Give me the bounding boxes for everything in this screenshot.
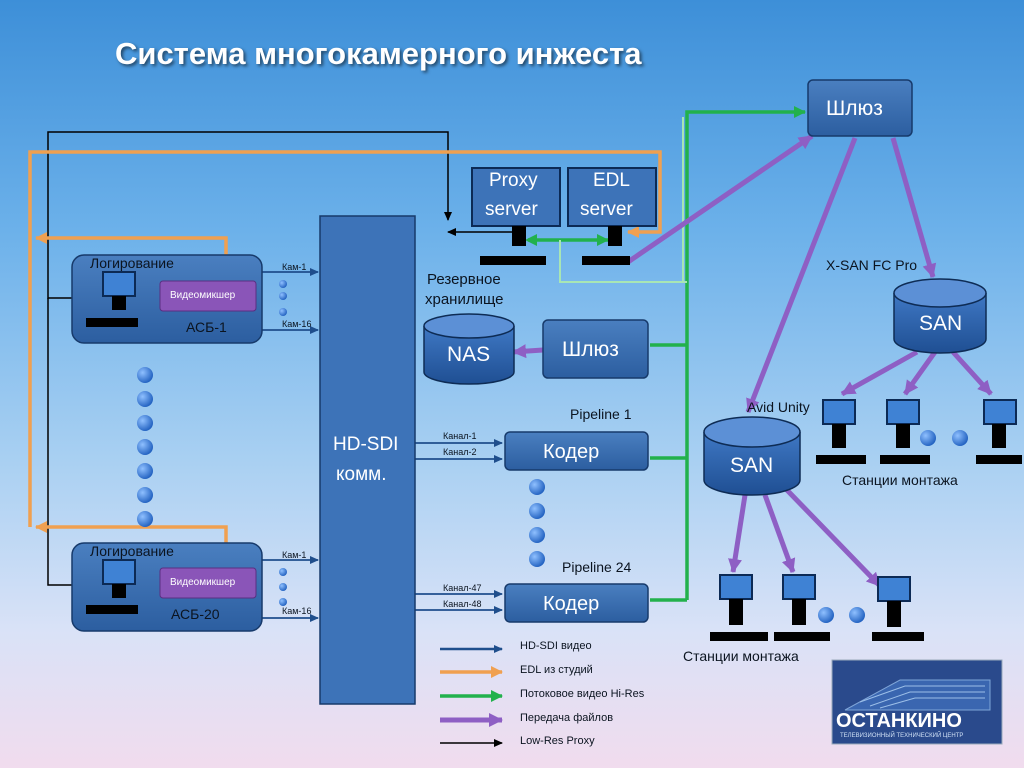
nas-label: NAS [447,343,491,366]
legend-item-file-transfer: Передача файлов [520,712,614,724]
asb20-logging-label: Логирование [90,543,174,559]
stations-bottom-label: Станции монтажа [683,648,799,664]
stations-right-label: Станции монтажа [842,472,958,488]
hdsdi-switch-label-line1: HD-SDI [333,434,399,455]
editing-stations-bottom [710,574,924,641]
asb20-name: АСБ-20 [171,606,220,622]
proxy-server-label-line1: Proxy [489,170,538,191]
logo-name: ОСТАНКИНО [836,710,962,732]
file-transfer-links [512,133,993,588]
asb1-logging-label: Логирование [90,255,174,271]
asb20-block [71,542,263,632]
asb20-mixer-label: Видеомикшер [170,577,236,588]
edl-server-label-line2: server [580,199,633,220]
pipeline24-label: Pipeline 24 [562,559,632,575]
coder24-box [504,583,649,623]
avid-label: Avid Unity [747,399,810,415]
hdsdi-switch-label-line2: комм. [336,464,387,485]
asb1-mixer-label: Видеомикшер [170,290,236,301]
gateway-top-box [807,79,913,137]
ellipsis-dots [137,280,545,606]
asb1-cam-first: Кам-1 [282,262,307,272]
coder1-box [504,431,649,471]
legend-lines [440,645,503,747]
page-title: Система многокамерного инжеста [115,36,642,71]
pipeline1-channel-b: Канал-2 [443,447,477,457]
pipeline1-channel-a: Канал-1 [443,431,477,441]
asb20-cam-last: Кам-16 [282,606,312,616]
ostankino-logo [831,659,1003,745]
coder24-label: Кодер [543,593,600,615]
edl-server-label-line1: EDL [593,170,630,191]
proxy-server-label-line2: server [485,199,538,220]
gateway-nas-box [542,319,649,379]
hdsdi-links [262,268,503,622]
edl-server-box [567,167,657,227]
coder1-label: Кодер [543,441,600,463]
avid-san-name: SAN [730,454,774,477]
hires-stream-links [525,106,806,602]
backup-storage-label-line2: хранилище [425,291,504,308]
legend-item-edl: EDL из студий [520,664,593,676]
hdsdi-switch-box [319,215,416,705]
asb1-name: АСБ-1 [186,319,227,335]
gateway-nas-label: Шлюз [562,338,619,361]
pipeline24-channel-b: Канал-48 [443,599,482,609]
legend-item-low-res: Low-Res Proxy [520,735,595,747]
avid-san-cylinder [703,416,801,496]
asb1-block [71,254,263,344]
asb1-cam-last: Кам-16 [282,319,312,329]
editing-stations-right [816,399,1022,464]
hires-stream-links-light [559,117,687,283]
xsan-name: SAN [919,312,963,335]
xsan-cylinder [893,278,987,354]
backup-storage-label-line1: Резервное [427,271,501,288]
asb20-cam-first: Кам-1 [282,550,307,560]
legend-item-hires: Потоковое видео Hi-Res [520,688,645,700]
pipeline1-label: Pipeline 1 [570,406,632,422]
nas-cylinder [423,313,515,385]
pipeline24-channel-a: Канал-47 [443,583,482,593]
gateway-top-label: Шлюз [826,97,883,120]
legend-item-hdsdi: HD-SDI видео [520,640,592,652]
xsan-label: X-SAN FC Pro [826,257,918,273]
logo-sub: ТЕЛЕВИЗИОННЫЙ ТЕХНИЧЕСКИЙ ЦЕНТР [840,733,964,739]
server-stands [480,226,630,265]
